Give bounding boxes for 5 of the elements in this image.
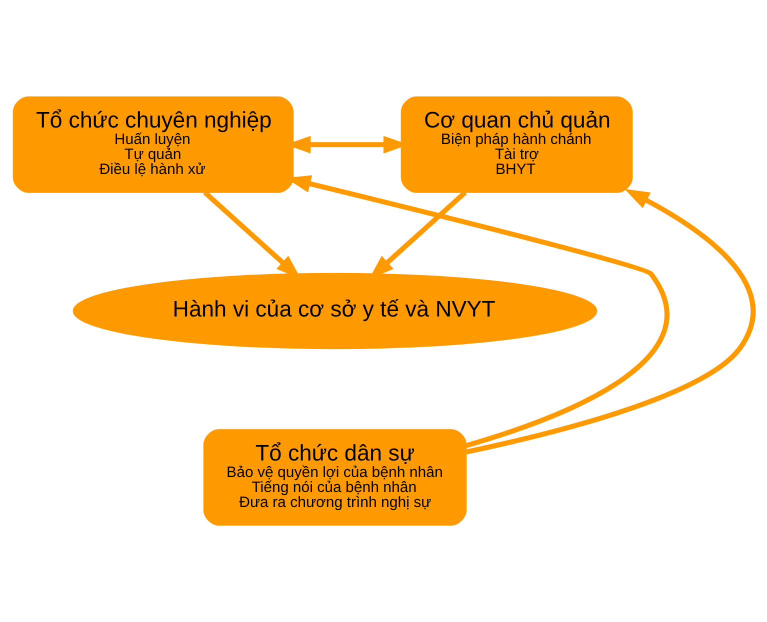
- node-box: Tổ chức dân sự Bảo vệ quyền lợi của bệnh nhân Tiếng nói của bệnh nhân Đưa ra chương trình nghị sự: [203, 429, 467, 526]
- arrow: [466, 188, 756, 454]
- node-ellipse: Hành vi của cơ sở y tế và NVYT: [72, 272, 598, 350]
- node-box: Tổ chức chuyên nghiệp Huấn luyện Tự quản Điều lệ hành xử: [12, 96, 294, 193]
- node-box: Cơ quan chủ quản Biện pháp hành chánh Tài trợ BHYT: [400, 96, 633, 193]
